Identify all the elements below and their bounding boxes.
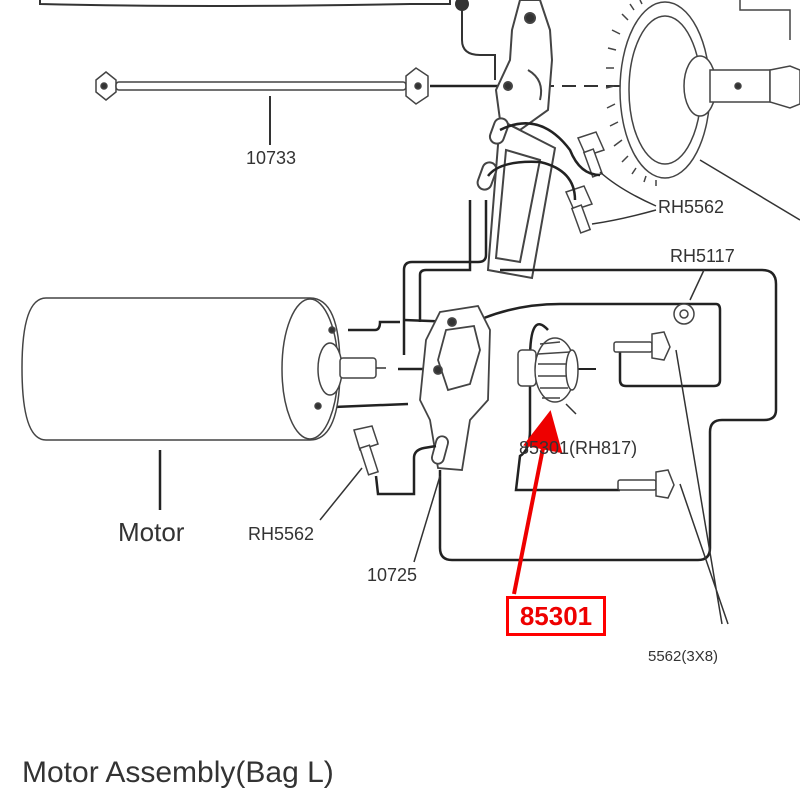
- spacer-part: [673, 303, 695, 325]
- label-spacer: RH5117: [670, 246, 735, 266]
- upper-linkage-part: [39, 0, 496, 80]
- lower-screw-leader: [319, 467, 363, 521]
- label-mount-screws: 5562(3X8): [648, 648, 719, 665]
- label-pinion-gear: 85301(RH817): [519, 438, 638, 458]
- label-driveshaft: 10733: [246, 148, 297, 168]
- bulkhead-part: [476, 0, 557, 280]
- callout-part-number: 85301: [506, 596, 606, 636]
- spacer-leader: [689, 269, 705, 301]
- motor-part: [21, 297, 386, 441]
- diagram-title: Motor Assembly(Bag L): [22, 756, 334, 789]
- pinion-gear-part: [517, 337, 579, 403]
- mount-screw-leaders: [675, 349, 729, 625]
- label-screw-upper: RH5562: [658, 197, 725, 217]
- motor-mount-part: [419, 305, 491, 471]
- pinion-label-leader: [565, 403, 577, 415]
- spur-gear-part: [605, 0, 800, 186]
- lower-screw-route: [374, 444, 437, 496]
- label-motor: Motor: [118, 517, 185, 547]
- spur-gear-leader: [699, 159, 800, 221]
- motor-mount-leader: [413, 475, 441, 563]
- mount-screws: [613, 331, 675, 499]
- upper-screws: [564, 131, 606, 234]
- label-motor-mount: 10725: [367, 565, 418, 585]
- driveshaft-part: [95, 67, 429, 105]
- callout-arrow: [512, 410, 563, 595]
- upper-screw-leaders: [591, 171, 657, 225]
- lower-screw: [353, 425, 380, 476]
- label-screw-lower: RH5562: [248, 524, 315, 544]
